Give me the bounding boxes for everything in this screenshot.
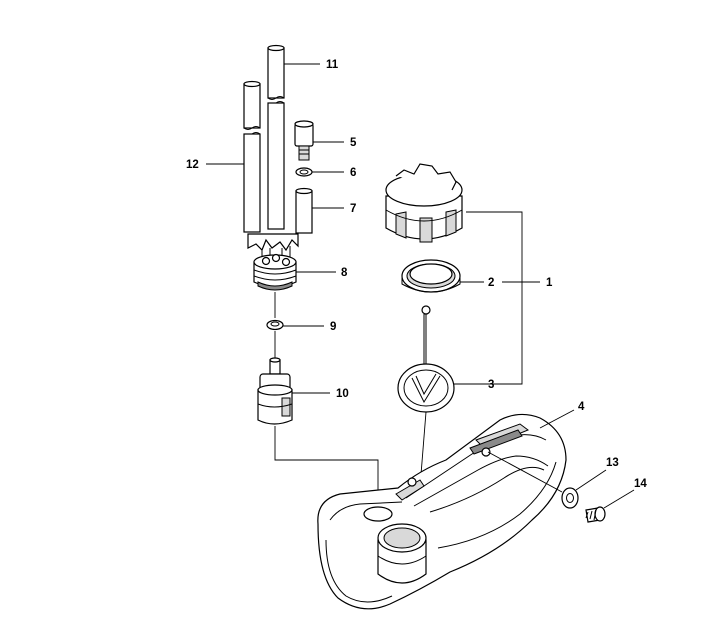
part-8-grommet <box>253 253 297 291</box>
part-11-fuel-tube <box>267 44 285 230</box>
part-4-fuel-tank <box>317 413 567 610</box>
part-5-connector <box>294 120 314 161</box>
callout-6: 6 <box>350 167 356 179</box>
callout-8: 8 <box>341 267 348 279</box>
part-14-screw <box>585 506 606 523</box>
callout-3: 3 <box>488 379 494 391</box>
filter-to-tank-line <box>274 426 379 506</box>
callout-14: 14 <box>634 478 647 490</box>
callout-13: 13 <box>606 457 619 469</box>
part-9-ring <box>266 319 284 331</box>
callout-1: 1 <box>546 277 553 289</box>
part-13-washer <box>561 487 579 509</box>
callout-leaders <box>206 63 635 509</box>
callout-11: 11 <box>326 59 339 71</box>
part-2-cap-gasket <box>401 259 461 293</box>
part-10-fuel-filter <box>257 357 293 425</box>
part-12-fuel-tube <box>243 80 261 233</box>
part-7-short-tube <box>295 187 313 234</box>
tank-to-washer-line <box>487 451 563 493</box>
fuel-cap <box>385 163 463 243</box>
part-3-breather-valve <box>397 305 455 413</box>
callout-4: 4 <box>578 401 585 413</box>
callout-10: 10 <box>336 388 349 400</box>
callout-12: 12 <box>186 159 199 171</box>
callout-7: 7 <box>350 203 356 215</box>
callout-5: 5 <box>350 137 357 149</box>
callout-2: 2 <box>488 277 494 289</box>
callout-9: 9 <box>330 321 336 333</box>
part-6-o-ring <box>295 167 313 177</box>
